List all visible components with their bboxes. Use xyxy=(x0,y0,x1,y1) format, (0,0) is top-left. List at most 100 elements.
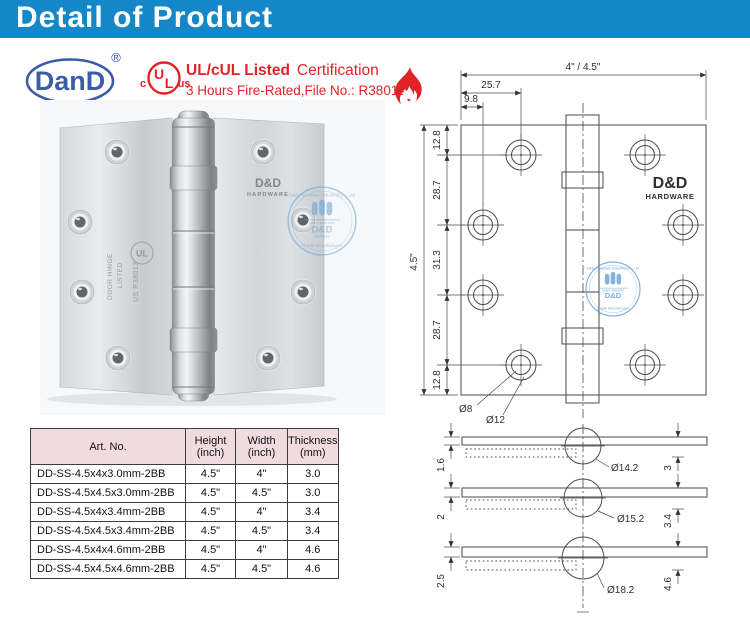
dim-9-8: 9.8 xyxy=(460,94,484,205)
engraving-file-no: US R38013 xyxy=(133,261,140,302)
dim-25-7: 25.7 xyxy=(460,80,522,138)
technical-drawing: D&D HARDWARE 4" / 4.5" 25.7 9.8 4.5" xyxy=(409,62,708,613)
right-leaf-engraving: D&D HARDWARE xyxy=(247,176,289,198)
leaf-thickness-1: 1.6 xyxy=(436,458,447,472)
cell-height: 4.5" xyxy=(185,483,236,503)
drawing-brand-name: D&D xyxy=(653,175,688,192)
dim-hole-spacing: 12.8 28.7 31.3 28.7 12.8 xyxy=(432,124,506,396)
table-row: DD-SS-4.5x4.5x3.0mm-2BB 4.5" 4.5" 3.0 xyxy=(30,483,339,503)
dim-width-label: 4" / 4.5" xyxy=(566,62,601,73)
cell-thickness: 3.0 xyxy=(287,483,339,503)
cell-thickness: 3.0 xyxy=(287,464,339,484)
svg-text:9.8: 9.8 xyxy=(464,94,478,105)
engraving-listed: LISTED xyxy=(117,262,124,288)
side-view-2: 2 3.4 Ø15.2 xyxy=(436,474,708,528)
leaf-thickness-3: 2.5 xyxy=(436,574,447,588)
photo-brand-sub: HARDWARE xyxy=(247,192,289,198)
dia-8-label: Ø8 xyxy=(459,404,473,415)
hinge-barrel xyxy=(169,110,218,402)
svg-text:28.7: 28.7 xyxy=(432,180,443,200)
left-leaf-engraving: UL US R38013 LISTED DOOR HINGE xyxy=(107,241,154,302)
cell-art-no: DD-SS-4.5x4.5x3.4mm-2BB xyxy=(30,521,186,541)
photo-brand-name: D&D xyxy=(255,176,281,190)
cell-height: 4.5" xyxy=(185,540,236,560)
cell-width: 4" xyxy=(235,502,288,522)
col-header-height: Height(inch) xyxy=(185,428,236,465)
cell-art-no: DD-SS-4.5x4x3.4mm-2BB xyxy=(30,502,186,522)
cell-thickness: 4.6 xyxy=(287,540,339,560)
ul-logo-circle xyxy=(147,61,181,95)
cell-width: 4.5" xyxy=(235,521,288,541)
svg-text:12.8: 12.8 xyxy=(432,130,443,150)
knuckle-dia-3: Ø18.2 xyxy=(607,585,635,596)
cell-art-no: DD-SS-4.5x4.5x3.0mm-2BB xyxy=(30,483,186,503)
cell-width: 4.5" xyxy=(235,559,288,579)
side-view-3: 2.5 4.6 Ø18.2 xyxy=(436,533,708,596)
drawing-hinge-body xyxy=(460,124,707,396)
page-header-bar: Detail of Product xyxy=(0,0,750,38)
svg-text:D&D: D&D xyxy=(605,291,622,300)
cell-art-no: DD-SS-4.5x4.5x4.6mm-2BB xyxy=(30,559,186,579)
svg-text:years warranty: years warranty xyxy=(602,288,624,292)
cell-thickness: 3.4 xyxy=(287,502,339,522)
svg-text:28.7: 28.7 xyxy=(432,320,443,340)
cell-height: 4.5" xyxy=(185,521,236,541)
engraving-ul: UL xyxy=(136,249,148,259)
leaf-thickness-2: 2 xyxy=(436,514,447,520)
cell-width: 4.5" xyxy=(235,483,288,503)
total-thickness-2: 3.4 xyxy=(663,514,674,528)
spec-table-header-row: Art. No. Height(inch) Width(inch) Thickn… xyxy=(30,428,339,465)
drawing-watermark-group: D&D Hardware Industrial Co.,Ltd years wa… xyxy=(585,261,641,317)
spec-table: Art. No. Height(inch) Width(inch) Thickn… xyxy=(30,428,339,579)
drawing-brand-sub: HARDWARE xyxy=(646,192,695,201)
side-view-1: 1.6 3 Ø14.2 xyxy=(436,423,708,474)
registered-mark: ® xyxy=(111,50,121,65)
svg-text:25.7: 25.7 xyxy=(481,80,501,91)
total-thickness-1: 3 xyxy=(663,465,674,471)
col-header-art-no: Art. No. xyxy=(30,428,186,465)
svg-text:31.3: 31.3 xyxy=(432,250,443,270)
hole-diameter-callouts: Ø8 Ø12 xyxy=(459,370,525,426)
cell-height: 4.5" xyxy=(185,559,236,579)
hinge-left-leaf xyxy=(59,117,173,396)
cell-thickness: 4.6 xyxy=(287,559,339,579)
cell-width: 4" xyxy=(235,464,288,484)
ul-logo-l: L xyxy=(165,75,174,91)
table-row: DD-SS-4.5x4x4.6mm-2BB 4.5" 4" 4.6 xyxy=(30,540,339,560)
drawing-screw-holes xyxy=(462,134,704,386)
certification-line2: 3 Hours Fire-Rated,File No.: R38013 xyxy=(186,83,406,98)
brand-logo-text: DanD xyxy=(35,66,106,96)
certification-line1: UL/cUL Listed Certification xyxy=(186,62,446,80)
svg-text:Grade Manufacturer: Grade Manufacturer xyxy=(597,307,630,311)
cell-art-no: DD-SS-4.5x4x4.6mm-2BB xyxy=(30,540,186,560)
cell-height: 4.5" xyxy=(185,502,236,522)
ul-logo-u: U xyxy=(154,66,164,82)
dim-overall-height: 4.5" xyxy=(409,124,458,396)
cell-thickness: 3.4 xyxy=(287,521,339,541)
table-row: DD-SS-4.5x4.5x3.4mm-2BB 4.5" 4.5" 3.4 xyxy=(30,521,339,541)
table-row: DD-SS-4.5x4.5x4.6mm-2BB 4.5" 4.5" 4.6 xyxy=(30,559,339,579)
certification-text: UL/cUL Listed Certification 3 Hours Fire-… xyxy=(186,62,446,98)
knuckle-dia-2: Ø15.2 xyxy=(617,514,645,525)
drawing-barrel xyxy=(561,103,604,418)
table-row: DD-SS-4.5x4x3.4mm-2BB 4.5" 4" 3.4 xyxy=(30,502,339,522)
certification-listed-label: UL/cUL Listed xyxy=(186,62,290,79)
cell-width: 4" xyxy=(235,540,288,560)
total-thickness-3: 4.6 xyxy=(663,577,674,591)
screw-holes xyxy=(67,139,316,371)
product-photo: D&D Hardware Industrial Co.,Ltd years wa… xyxy=(40,100,385,415)
svg-text:12.8: 12.8 xyxy=(432,370,443,390)
col-header-thickness: Thickness(mm) xyxy=(287,428,339,465)
knuckle-dia-1: Ø14.2 xyxy=(611,463,639,474)
certification-word: Certification xyxy=(296,62,379,79)
engraving-door-hinge: DOOR HINGE xyxy=(107,253,114,300)
cell-art-no: DD-SS-4.5x4x3.0mm-2BB xyxy=(30,464,186,484)
dia-12-label: Ø12 xyxy=(486,415,505,426)
ul-logo-c: c xyxy=(140,78,146,90)
table-row: DD-SS-4.5x4x3.0mm-2BB 4.5" 4" 3.0 xyxy=(30,464,339,484)
dim-height-label: 4.5" xyxy=(409,253,420,271)
cell-height: 4.5" xyxy=(185,464,236,484)
col-header-width: Width(inch) xyxy=(235,428,288,465)
fire-rated-icon xyxy=(395,67,422,104)
